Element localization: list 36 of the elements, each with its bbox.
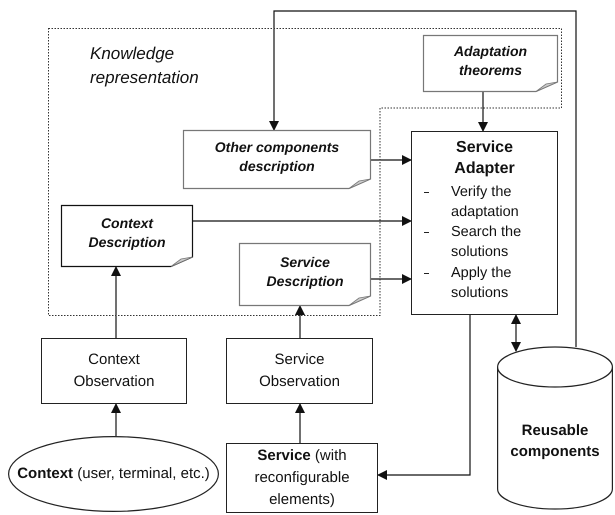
arrow — [295, 305, 305, 338]
process-box — [226, 443, 378, 513]
note-label: Service Description — [265, 252, 344, 291]
box-title: Service Adapter — [453, 138, 516, 179]
arrow — [111, 266, 121, 338]
note-label: Other components description — [214, 138, 340, 176]
process-box — [411, 131, 558, 315]
list-item: Apply the solutions — [451, 264, 512, 304]
region-title: Knowledge representation — [90, 43, 200, 89]
arrow — [371, 274, 412, 284]
box-label: Service Observation — [258, 350, 341, 392]
list-item: Search the solutions — [451, 223, 522, 262]
list-item: Verify the adaptation — [451, 182, 520, 222]
cylinder-label: Reusable components — [509, 421, 601, 462]
database-cylinder — [497, 347, 613, 509]
arrow — [511, 314, 521, 352]
arrow — [371, 155, 412, 165]
arrow — [295, 403, 305, 443]
note-box — [423, 35, 558, 92]
note-label: Adaptation theorems — [452, 42, 528, 80]
arrow — [377, 315, 471, 480]
dotted-region — [48, 28, 562, 316]
ellipse-label: Context (user, terminal, etc.) — [16, 464, 211, 484]
box-label: Context Observation — [72, 350, 156, 392]
arrow — [111, 403, 121, 436]
process-box — [226, 338, 373, 404]
arrow — [269, 10, 577, 347]
ellipse-node — [8, 436, 219, 512]
note-box — [61, 205, 193, 267]
note-box — [183, 130, 371, 189]
note-box — [239, 243, 371, 306]
arrow — [193, 216, 412, 226]
note-label: Context Description — [87, 214, 166, 252]
box-label: Service (with reconfigurable elements) — [253, 446, 351, 510]
process-box — [41, 338, 187, 404]
arrow — [478, 92, 488, 132]
